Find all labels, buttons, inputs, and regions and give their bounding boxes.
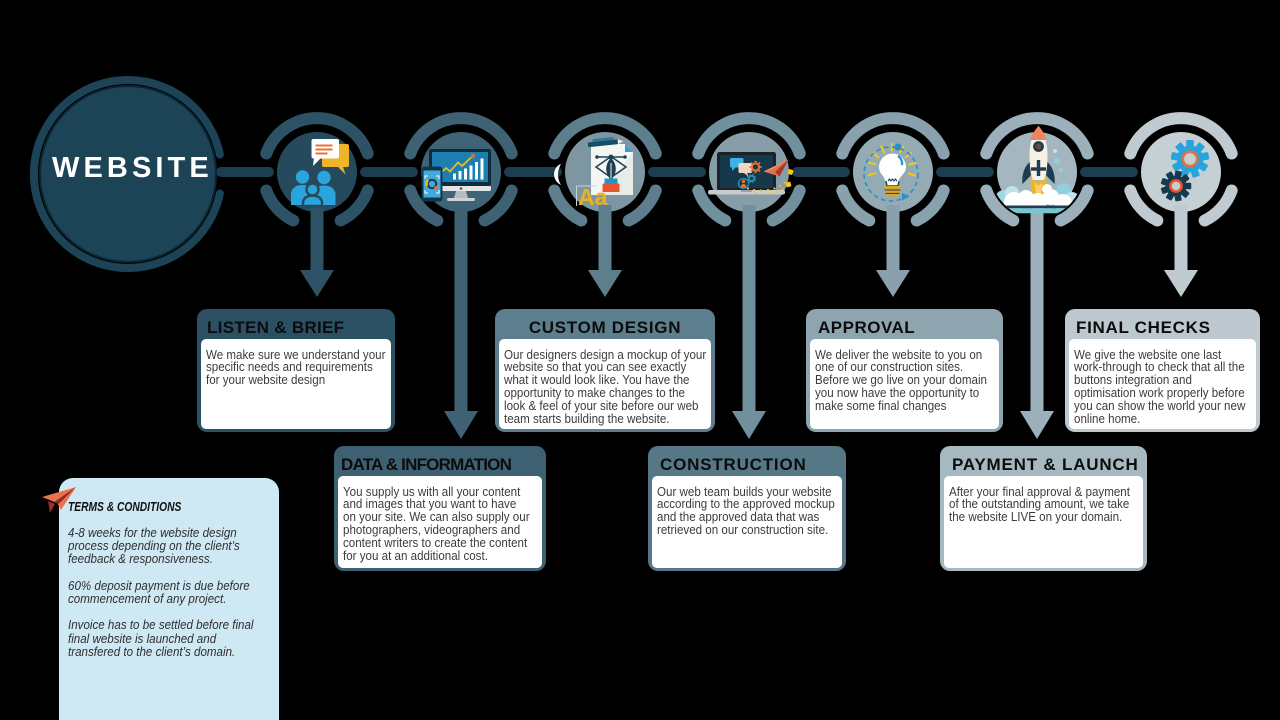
svg-text:Aa: Aa	[578, 184, 608, 210]
svg-text:WEBSITE: WEBSITE	[52, 152, 213, 184]
